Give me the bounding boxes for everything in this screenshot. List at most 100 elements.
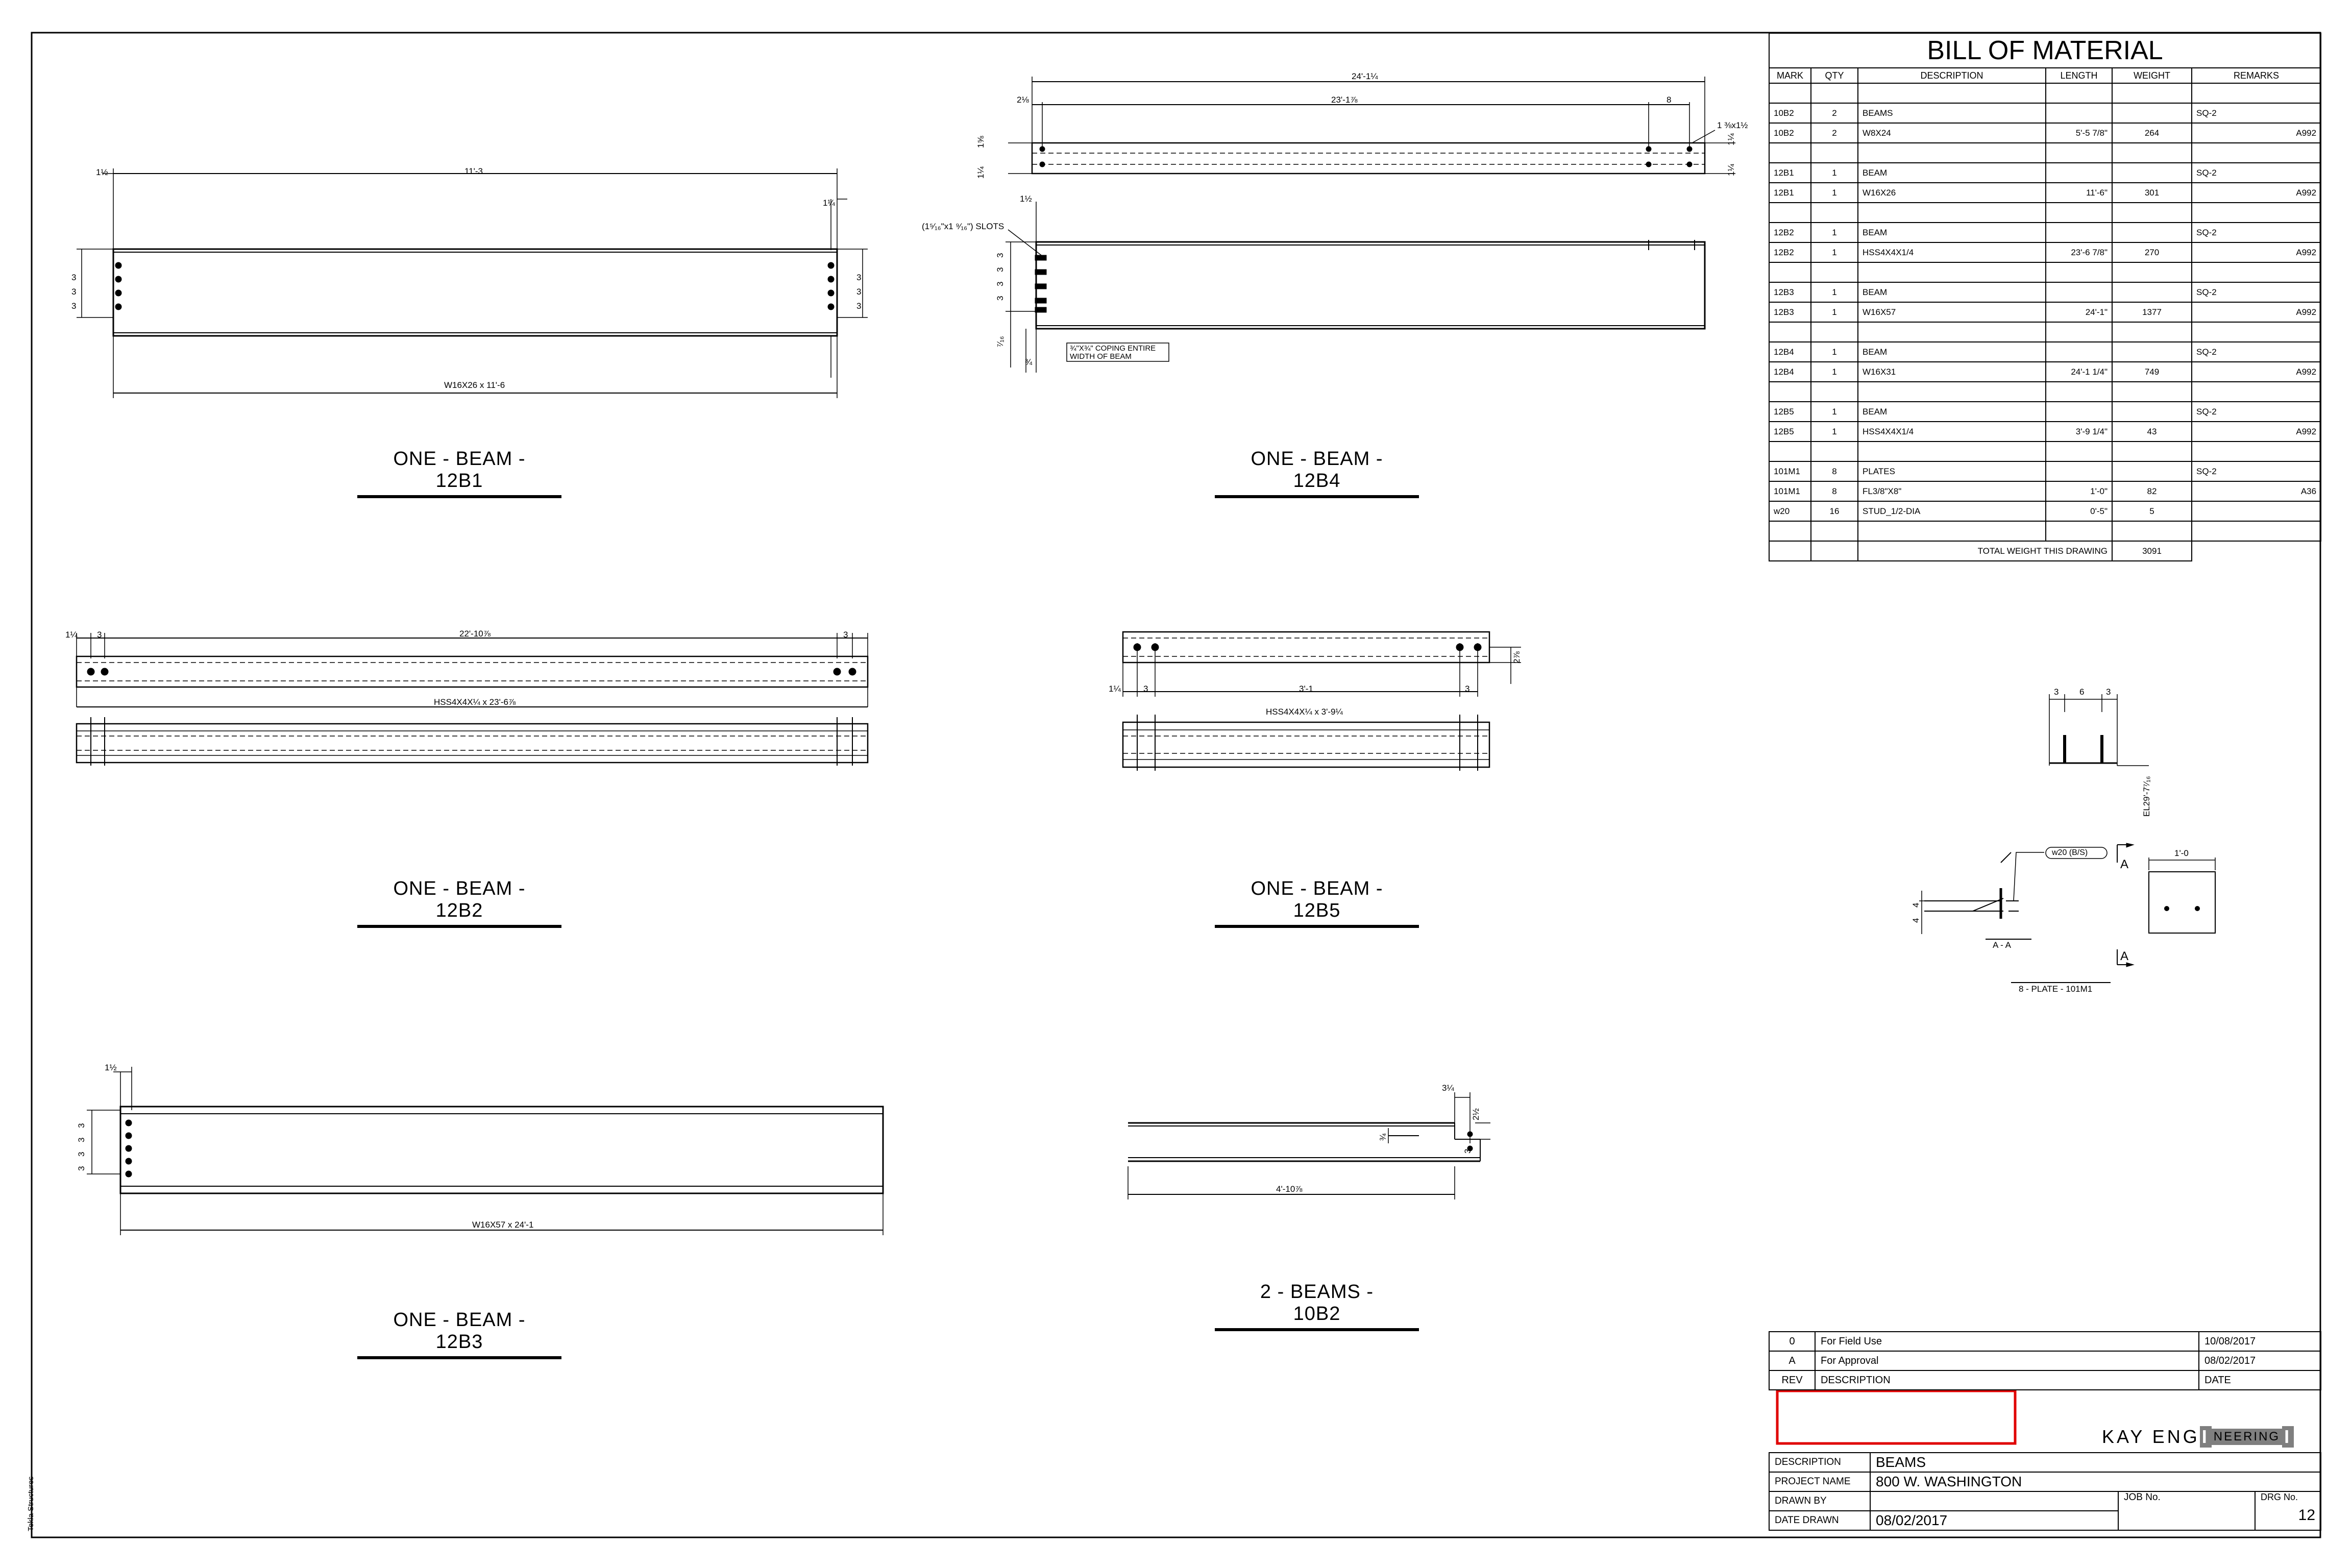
bom-cell [2191,322,2322,342]
dim-12b4-elev-small: 1½ [1020,194,1032,204]
dim-12b4-left-vert-a: 1⅝ [976,136,986,148]
dim-12b5-right: 3 [1465,684,1470,694]
title-10b2: 2 - BEAMS - 10B2 [1215,1281,1419,1331]
bom-cell: BEAM [1857,282,2046,303]
dim-12b4-left-small: 2⅛ [1017,95,1029,105]
bom-cell [2045,142,2113,163]
bom-cell: A992 [2191,122,2322,143]
bom-cell [2112,381,2192,402]
dim-12b3-spacing-1: 3 [77,1123,86,1128]
dim-12b2-left-b: 3 [97,630,102,640]
view-10b2 [1128,1092,1490,1199]
dim-plate-left-1: 4 [1911,902,1921,908]
dim-12b4-bottom-small-a: ⁷⁄₁₆ [995,336,1005,347]
bom-cell [2112,461,2192,482]
bom-cell: 1 [1810,341,1858,362]
bom-cell [2045,322,2113,342]
dim-12b1-top: 11'-3 [464,166,483,176]
bom-cell [1857,202,2046,223]
company-i-2: I [2282,1426,2294,1448]
company-name-b: NEERING [2211,1429,2283,1445]
bom-cell: W16X57 [1857,302,2046,323]
bom-cell [1810,521,1858,542]
bom-row [1769,202,2322,223]
bom-row [1769,142,2322,163]
company-logo: KAY ENG I NEERING I [2102,1424,2294,1450]
dim-12b3-spacing-3: 3 [77,1152,86,1157]
tb-description-value: BEAMS [1869,1452,2322,1473]
label-12b2-section: HSS4X4X¼ x 23'-6⅞ [434,697,516,707]
dim-12b3-left-small: 1½ [105,1063,117,1072]
view-plate-101m1 [1919,694,2216,983]
bom-cell [2112,83,2192,104]
bom-cell: 1 [1810,222,1858,243]
bom-cell: HSS4X4X1/4 [1857,421,2046,442]
bom-cell: SQ-2 [2191,401,2322,422]
bom-cell: SQ-2 [2191,103,2322,124]
redaction-box [1776,1389,2017,1445]
bom-cell: 24'-1" [2045,302,2113,323]
bom-cell [2191,441,2322,462]
tb-job-label: JOB No. [2118,1491,2256,1531]
dim-12b5-left-b: 3 [1143,684,1148,694]
view-12b5 [1122,631,1521,771]
bom-cell: 1 [1810,302,1858,323]
bom-cell: SQ-2 [2191,162,2322,183]
dim-12b4-left-vert-b: 1¼ [976,166,986,179]
bom-header-remarks: REMARKS [2191,67,2322,84]
dim-10b2-top-b: 2½ [1471,1108,1481,1120]
bom-cell [1769,142,1811,163]
bom-cell: 11'-6" [2045,182,2113,203]
revision-header-row: REV DESCRIPTION DATE [1769,1370,2321,1390]
title-12b4: ONE - BEAM - 12B4 [1215,448,1419,498]
bom-cell: 0'-5" [2045,501,2113,522]
bom-cell: 270 [2112,242,2192,263]
bom-cell: W16X31 [1857,361,2046,382]
dim-12b4-spacing-2: 3 [995,267,1005,272]
dim-12b4-right-vert-a: 1¼ [1726,133,1736,145]
bom-cell: BEAMS [1857,103,2046,124]
bom-header-mark: MARK [1769,67,1811,84]
bom-cell: 264 [2112,122,2192,143]
bom-cell [2112,202,2192,223]
dim-12b2-left-a: 1¼ [65,630,78,640]
bom-cell [2191,142,2322,163]
side-note-software: Tekla Structures [27,1476,35,1531]
title-12b5: ONE - BEAM - 12B5 [1215,878,1419,928]
bom-cell: A992 [2191,302,2322,323]
view-12b3 [87,1067,884,1235]
title-block: DESCRIPTION BEAMS PROJECT NAME 800 W. WA… [1769,1452,2322,1531]
bom-cell: 1 [1810,182,1858,203]
revision-rev: A [1769,1351,1816,1371]
bom-cell: 12B3 [1769,282,1811,303]
view-12b1 [77,168,868,398]
dim-12b5-middle: 3'-1 [1299,684,1313,694]
bom-header-weight: WEIGHT [2112,67,2192,84]
bom-cell: 12B4 [1769,361,1811,382]
dim-12b1-spacing-3: 3 [71,301,77,311]
bom-cell: 82 [2112,481,2192,502]
bom-cell: 8 [1810,461,1858,482]
revision-date: 10/08/2017 [2198,1331,2321,1352]
revision-date: 08/02/2017 [2198,1351,2321,1371]
company-name-a: KAY ENG [2102,1426,2200,1447]
bom-cell [2045,341,2113,362]
bom-cell: 2 [1810,103,1858,124]
bom-cell: A36 [2191,481,2322,502]
bom-cell [1857,83,2046,104]
bom-cell: 1 [1810,401,1858,422]
bom-cell: PLATES [1857,461,2046,482]
bom-cell [2191,83,2322,104]
dim-12b4-right-callout: 1 ⅜x1½ [1717,120,1748,130]
title-12b1: ONE - BEAM - 12B1 [357,448,561,498]
tb-description-label: DESCRIPTION [1769,1452,1871,1473]
dim-12b4-inner: 23'-1⅞ [1331,95,1358,105]
bom-cell: A992 [2191,182,2322,203]
revision-header-rev: REV [1769,1370,1816,1390]
